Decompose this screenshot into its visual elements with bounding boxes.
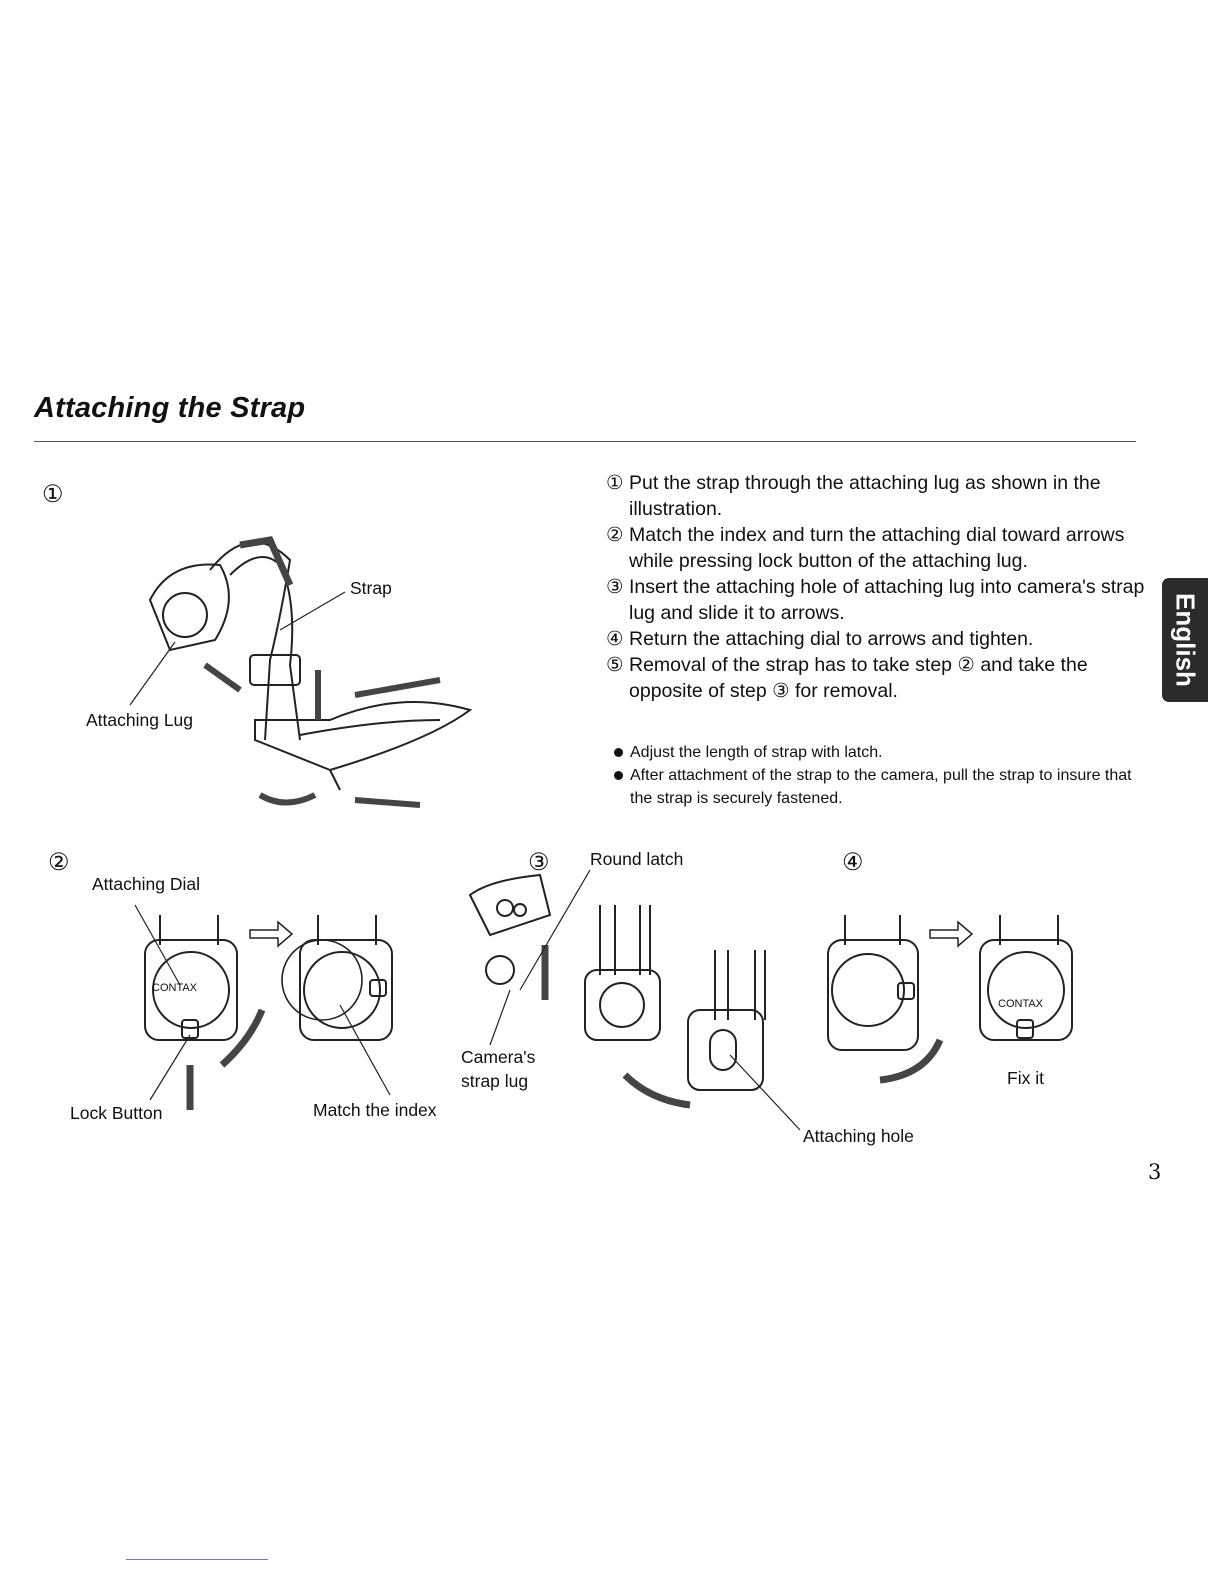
footer-rule <box>126 1559 268 1560</box>
fig1-number: ① <box>42 480 64 508</box>
fig1-strap-illustration <box>129 536 473 808</box>
fig3-insertion-illustration <box>468 869 801 1131</box>
fig4-number: ④ <box>842 848 864 876</box>
label-lock-button: Lock Button <box>70 1103 163 1123</box>
fig2-dial-illustration <box>134 904 393 1110</box>
dial-brand-text-2: CONTAX <box>998 998 1044 1010</box>
label-attaching-hole: Attaching hole <box>803 1126 914 1146</box>
label-attaching-lug: Attaching Lug <box>86 710 194 730</box>
fig4-fix-illustration <box>827 915 1073 1084</box>
language-tab: English <box>1162 578 1208 702</box>
label-cameras-strap-lug-line2: strap lug <box>461 1071 529 1091</box>
label-strap: Strap <box>350 578 392 598</box>
notes-list: Adjust the length of strap with latch. A… <box>614 741 1144 810</box>
page-title: Attaching the Strap <box>34 392 306 424</box>
dial-brand-text: CONTAX <box>152 982 198 994</box>
title-rule <box>34 441 1136 442</box>
label-match-index: Match the index <box>313 1100 437 1120</box>
fig2-number: ② <box>48 848 70 876</box>
label-cameras-strap-lug-line1: Camera's <box>461 1047 536 1067</box>
label-fix-it: Fix it <box>1007 1068 1044 1088</box>
page-number: 3 <box>1148 1160 1162 1184</box>
note-2: After attachment of the strap to the cam… <box>614 764 1144 810</box>
label-attaching-dial: Attaching Dial <box>92 874 200 894</box>
label-round-latch: Round latch <box>590 849 684 869</box>
fig3-number: ③ <box>528 848 550 876</box>
note-1: Adjust the length of strap with latch. <box>614 741 1144 764</box>
